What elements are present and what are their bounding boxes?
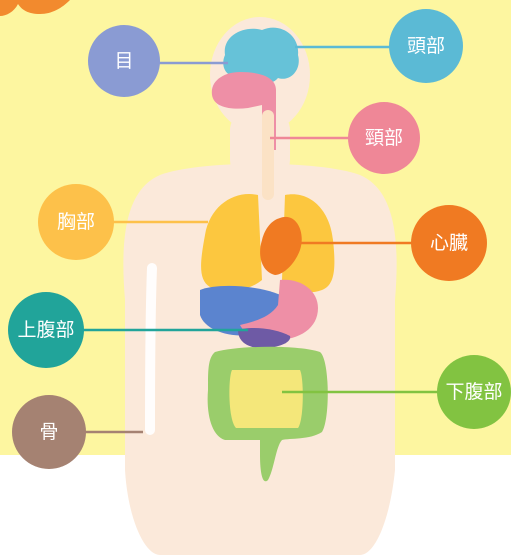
bone-highlight [150,268,152,430]
small-intestine-shape [229,370,302,428]
trachea-shape [262,110,274,200]
label-head-text: 頭部 [407,35,445,57]
label-eye: 目 [88,25,160,97]
label-lower-abdomen: 下腹部 [437,355,511,429]
label-chest: 胸部 [38,184,114,260]
label-heart-text: 心臓 [430,232,468,254]
label-neck-text: 頸部 [365,127,403,149]
label-bone: 骨 [12,395,86,469]
label-eye-text: 目 [114,50,133,72]
label-head: 頭部 [389,9,463,83]
label-bone-text: 骨 [39,421,58,443]
label-upper-abdomen-text: 上腹部 [17,319,74,341]
label-heart: 心臓 [411,205,487,281]
label-upper-abdomen: 上腹部 [8,292,84,368]
label-neck: 頸部 [348,102,420,174]
label-chest-text: 胸部 [57,211,95,233]
label-lower-abdomen-text: 下腹部 [445,381,502,403]
